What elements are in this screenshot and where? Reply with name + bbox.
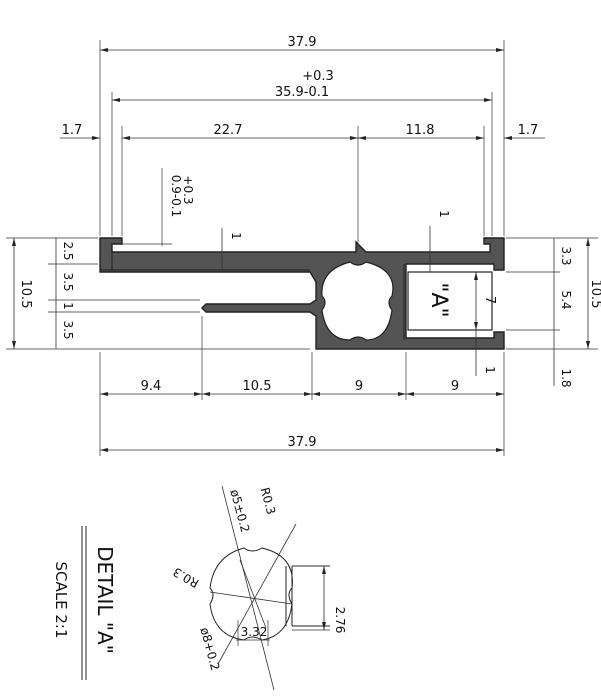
dim-left-seg-3: 1 (61, 302, 75, 310)
detail-radius-left: R0.3 (171, 565, 202, 591)
detail-a: DETAIL "A" SCALE 2:1 ø5±0.2 R0.3 R0.3 ø8… (52, 485, 347, 691)
dim-left-seg-4: 3.5 (61, 320, 75, 339)
dim-left-seg-1: 2.5 (61, 241, 75, 260)
dim-inner-tol: +0.3 (302, 69, 334, 84)
dim-right-seg-2: 5.4 (559, 290, 573, 309)
dim-overall-top: 37.9 (288, 35, 317, 50)
dim-bottom-3: 9 (355, 379, 363, 394)
dim-right-span: 11.8 (406, 123, 435, 138)
left-dimensions: 10.5 2.5 3.5 1 3.5 (6, 237, 310, 350)
dim-bottom-2: 10.5 (243, 379, 272, 394)
dim-left-height: 10.5 (18, 280, 33, 309)
dim-wall-left: 1 (229, 232, 243, 240)
right-dimensions: 10.5 3.3 5.4 1.8 7 1 "A" (426, 237, 601, 388)
detail-height: 2.76 (333, 607, 347, 634)
profile-core-cavity (321, 261, 394, 341)
detail-width: 3.32 (241, 625, 268, 639)
dim-overall-bottom: 37.9 (288, 435, 317, 450)
dim-left-seg-2: 3.5 (61, 272, 75, 291)
dim-left-lip: 1.7 (62, 123, 83, 138)
detail-dia-inner: ø5±0.2 (227, 488, 252, 534)
dim-wall-right: 1 (437, 210, 451, 218)
dim-slot-tol: +0.3 (181, 175, 195, 204)
dim-slot-width: 0.9-0.1 (169, 175, 183, 218)
dim-bottom-gap: 1 (483, 366, 497, 374)
detail-marker: "A" (426, 282, 451, 317)
bottom-dimensions: 9.4 10.5 9 9 37.9 (99, 316, 505, 456)
detail-radius-top: R0.3 (258, 486, 279, 516)
profile-body (99, 237, 505, 350)
detail-dia-outer: ø8+0.2 (197, 626, 222, 672)
dim-left-span: 22.7 (214, 123, 243, 138)
profile-right-channel (407, 271, 493, 331)
dim-right-seg-1: 3.3 (559, 246, 573, 265)
dim-inner-width: 35.9-0.1 (275, 85, 329, 100)
top-dimensions: 37.9 +0.3 35.9-0.1 1.7 22.7 11.8 1.7 +0.… (60, 35, 545, 272)
detail-title: DETAIL "A" (93, 546, 117, 654)
dim-gap-height: 7 (482, 296, 497, 304)
dim-right-lip: 1.7 (518, 123, 539, 138)
dim-right-height: 10.5 (588, 280, 601, 309)
dim-bottom-4: 9 (451, 379, 459, 394)
dim-right-seg-3: 1.8 (559, 368, 573, 387)
detail-scale: SCALE 2:1 (52, 562, 70, 639)
profile-section (99, 237, 505, 350)
dim-bottom-1: 9.4 (141, 379, 162, 394)
